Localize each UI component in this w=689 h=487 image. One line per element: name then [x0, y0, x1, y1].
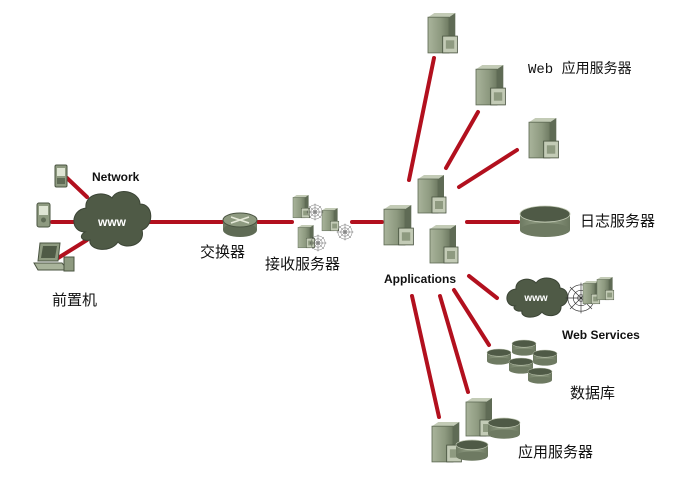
link-apps-database — [452, 288, 491, 347]
link-apps-web3 — [457, 148, 519, 189]
web-app-server-3-icon — [528, 117, 559, 159]
log-server-label: 日志服务器 — [580, 212, 656, 230]
receiver-label: 接收服务器 — [265, 255, 341, 273]
link-phone-cloud — [65, 176, 89, 199]
web-services-label: Web Services — [562, 328, 640, 342]
switch-icon — [222, 212, 258, 237]
web-services-icon: www — [506, 276, 615, 318]
frontend-label: 前置机 — [52, 291, 98, 309]
database-cluster-icon — [486, 339, 558, 384]
link-apps-web1 — [407, 56, 436, 182]
web-app-server-2-icon — [475, 64, 506, 106]
link-pc-cloud — [56, 238, 89, 260]
cloud-www-text: www — [97, 215, 127, 229]
application-servers-icon — [383, 174, 459, 264]
applications-label: Applications — [384, 272, 457, 286]
log-server-disk-icon — [519, 205, 571, 237]
link-apps-webservices — [467, 274, 499, 300]
internet-cloud-icon: www — [73, 190, 152, 250]
web-app-server-1-icon — [427, 12, 458, 54]
app-servers-label: 应用服务器 — [518, 443, 594, 461]
receiving-server-cluster-icon — [292, 194, 354, 252]
network-label: Network — [92, 170, 140, 184]
mobile-device-icon — [36, 202, 51, 228]
desktop-computer-icon — [33, 242, 75, 272]
link-apps-appserver2 — [410, 294, 441, 419]
app-server-group-icon — [431, 397, 521, 463]
link-apps-appserver1 — [438, 294, 470, 394]
database-label: 数据库 — [570, 384, 616, 402]
switch-label: 交换器 — [200, 243, 246, 261]
network-links — [50, 56, 520, 419]
phone-icon — [54, 164, 68, 188]
link-apps-web2 — [444, 110, 480, 170]
web-app-servers-label: Web 应用服务器 — [528, 62, 632, 78]
webservices-www-text: www — [523, 293, 548, 304]
